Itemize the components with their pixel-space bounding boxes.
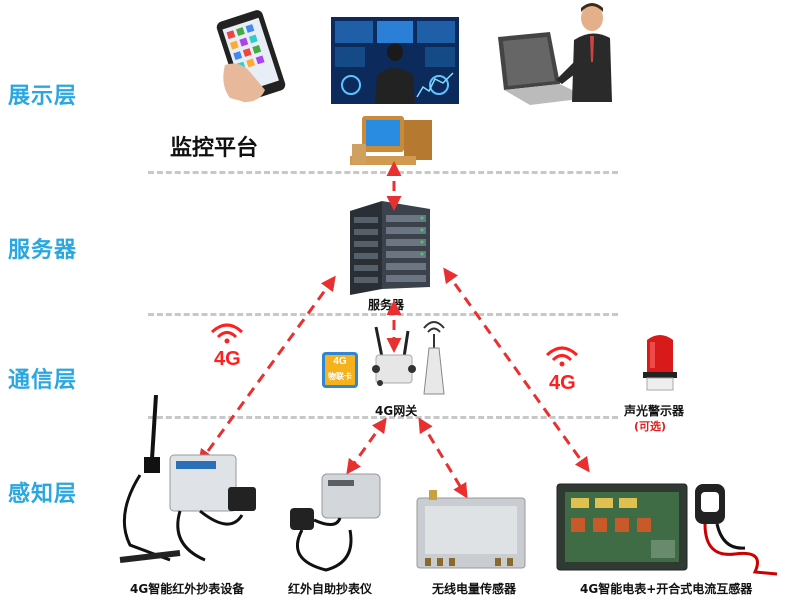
device1-caption: 4G智能红外抄表设备 <box>130 582 245 596</box>
alarm-caption: 声光警示器 <box>624 404 685 418</box>
layer-label-comm: 通信层 <box>8 368 78 393</box>
wireless-power-sensor-image <box>416 490 526 569</box>
divider-comm <box>148 416 618 419</box>
device3-caption: 无线电量传感器 <box>432 582 517 596</box>
cell-tower-icon <box>423 321 445 395</box>
layer-label-sensing: 感知层 <box>8 482 78 507</box>
alarm-optional-label: (可选) <box>634 420 667 433</box>
dashboard-screen-image <box>331 17 459 104</box>
infrared-meter-reader-image <box>119 395 256 563</box>
platform-label: 监控平台 <box>170 136 259 161</box>
gateway-device-image <box>372 326 416 386</box>
gateway-caption: 4G网关 <box>375 404 418 418</box>
arrow-gateway-device3 <box>418 417 468 499</box>
arrow-gateway-device2 <box>346 417 387 475</box>
layer-label-server: 服务器 <box>8 238 78 263</box>
arrow-server-device4 <box>443 267 590 473</box>
sim-card-top-label: 4G <box>333 356 347 367</box>
device4-caption: 4G智能电表+开合式电流互感器 <box>580 582 753 596</box>
device2-caption: 红外自助抄表仪 <box>288 582 373 596</box>
divider-server <box>148 313 618 316</box>
divider-display <box>148 171 618 174</box>
arrow-server-device1 <box>198 275 336 465</box>
laptop-user-image <box>498 3 612 105</box>
alarm-light-image <box>643 335 677 391</box>
smartphone-image <box>216 10 286 102</box>
server-rack-image <box>350 201 430 295</box>
smart-meter-with-ct-image <box>556 483 778 576</box>
sim-card-bottom-label: 物联卡 <box>328 372 352 381</box>
infrared-self-reader-image <box>290 473 381 572</box>
desktop-computer-image <box>350 116 432 165</box>
layer-label-display: 展示层 <box>8 84 78 109</box>
